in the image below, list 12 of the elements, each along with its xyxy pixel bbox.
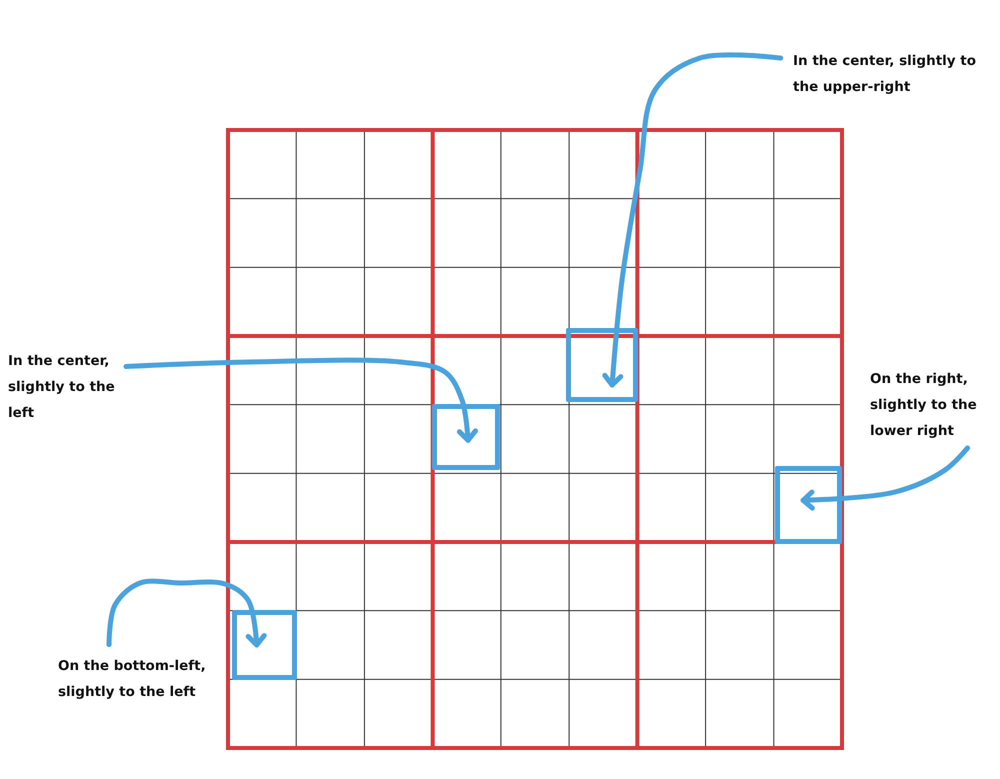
arrow [124,358,478,443]
callout-text: On the bottom-left, slightly to the left [58,657,207,702]
callout-text: In the center, slightly to the left [8,352,116,423]
highlight-box [775,466,842,544]
arrow [800,446,970,511]
callout-text: In the center, slightly to the upper-right [793,52,978,97]
arrow [602,52,784,388]
arrow [106,578,267,648]
highlight-box [432,404,500,470]
highlight-box [232,610,297,680]
highlight-box [566,328,638,402]
callout-text: On the right, slightly to the lower right [870,370,978,441]
